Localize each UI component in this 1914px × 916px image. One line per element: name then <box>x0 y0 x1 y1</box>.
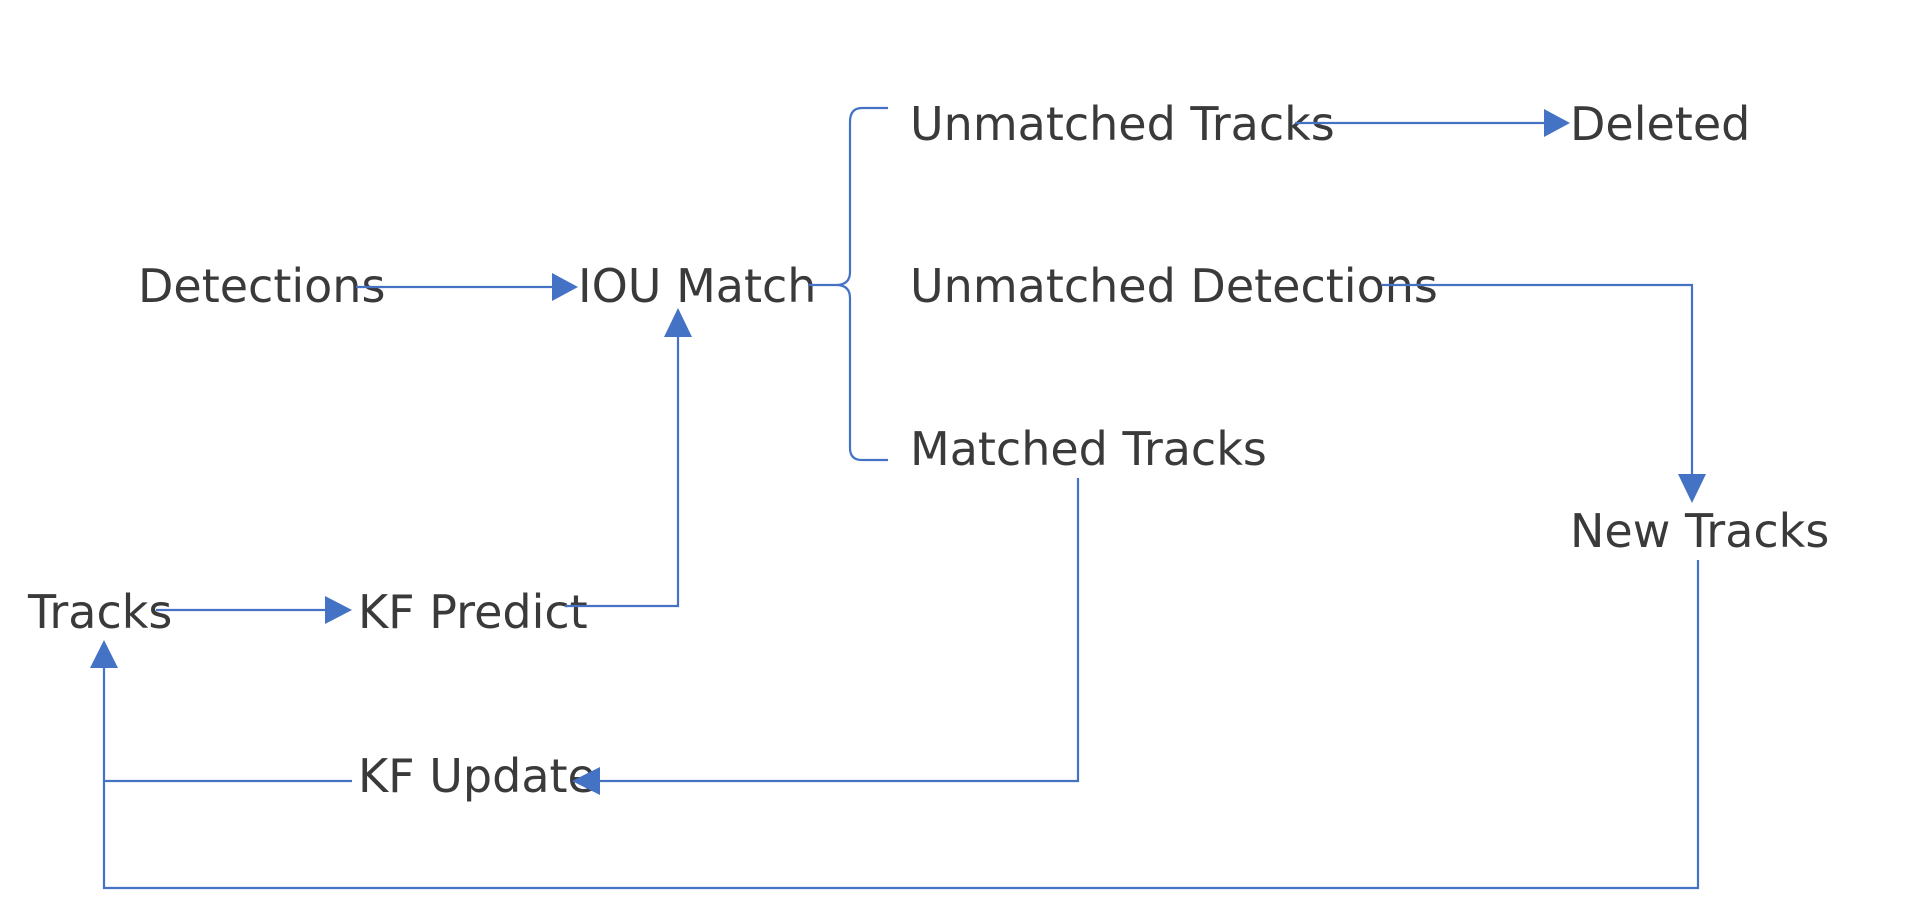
arrowhead-kf-predict <box>325 596 352 624</box>
node-new-tracks: New Tracks <box>1570 504 1829 558</box>
arrowhead-new-tracks <box>1678 474 1706 503</box>
edges <box>90 106 1706 890</box>
node-matched-tracks: Matched Tracks <box>910 422 1267 476</box>
edge-unmatched-detections-to-new-tracks <box>1382 283 1694 474</box>
edge-kf-predict-to-iou-match <box>565 337 680 608</box>
edge-matched-tracks-to-kf-update <box>600 478 1080 783</box>
brace-iou-match-outputs <box>808 106 888 462</box>
node-kf-predict: KF Predict <box>358 585 588 639</box>
arrowhead-deleted <box>1544 109 1570 137</box>
edge-new-tracks-to-tracks <box>102 560 1700 890</box>
node-tracks: Tracks <box>27 585 172 639</box>
arrowhead-iou-match-bottom <box>664 308 692 337</box>
node-detections: Detections <box>138 259 385 313</box>
node-deleted: Deleted <box>1570 97 1750 151</box>
arrowhead-kf-update <box>572 767 600 795</box>
node-unmatched-detections: Unmatched Detections <box>910 259 1438 313</box>
arrowhead-iou-match-left <box>552 273 578 301</box>
node-iou-match: IOU Match <box>578 259 816 313</box>
node-kf-update: KF Update <box>358 749 596 803</box>
arrowhead-tracks <box>90 640 118 668</box>
node-unmatched-tracks: Unmatched Tracks <box>910 97 1335 151</box>
